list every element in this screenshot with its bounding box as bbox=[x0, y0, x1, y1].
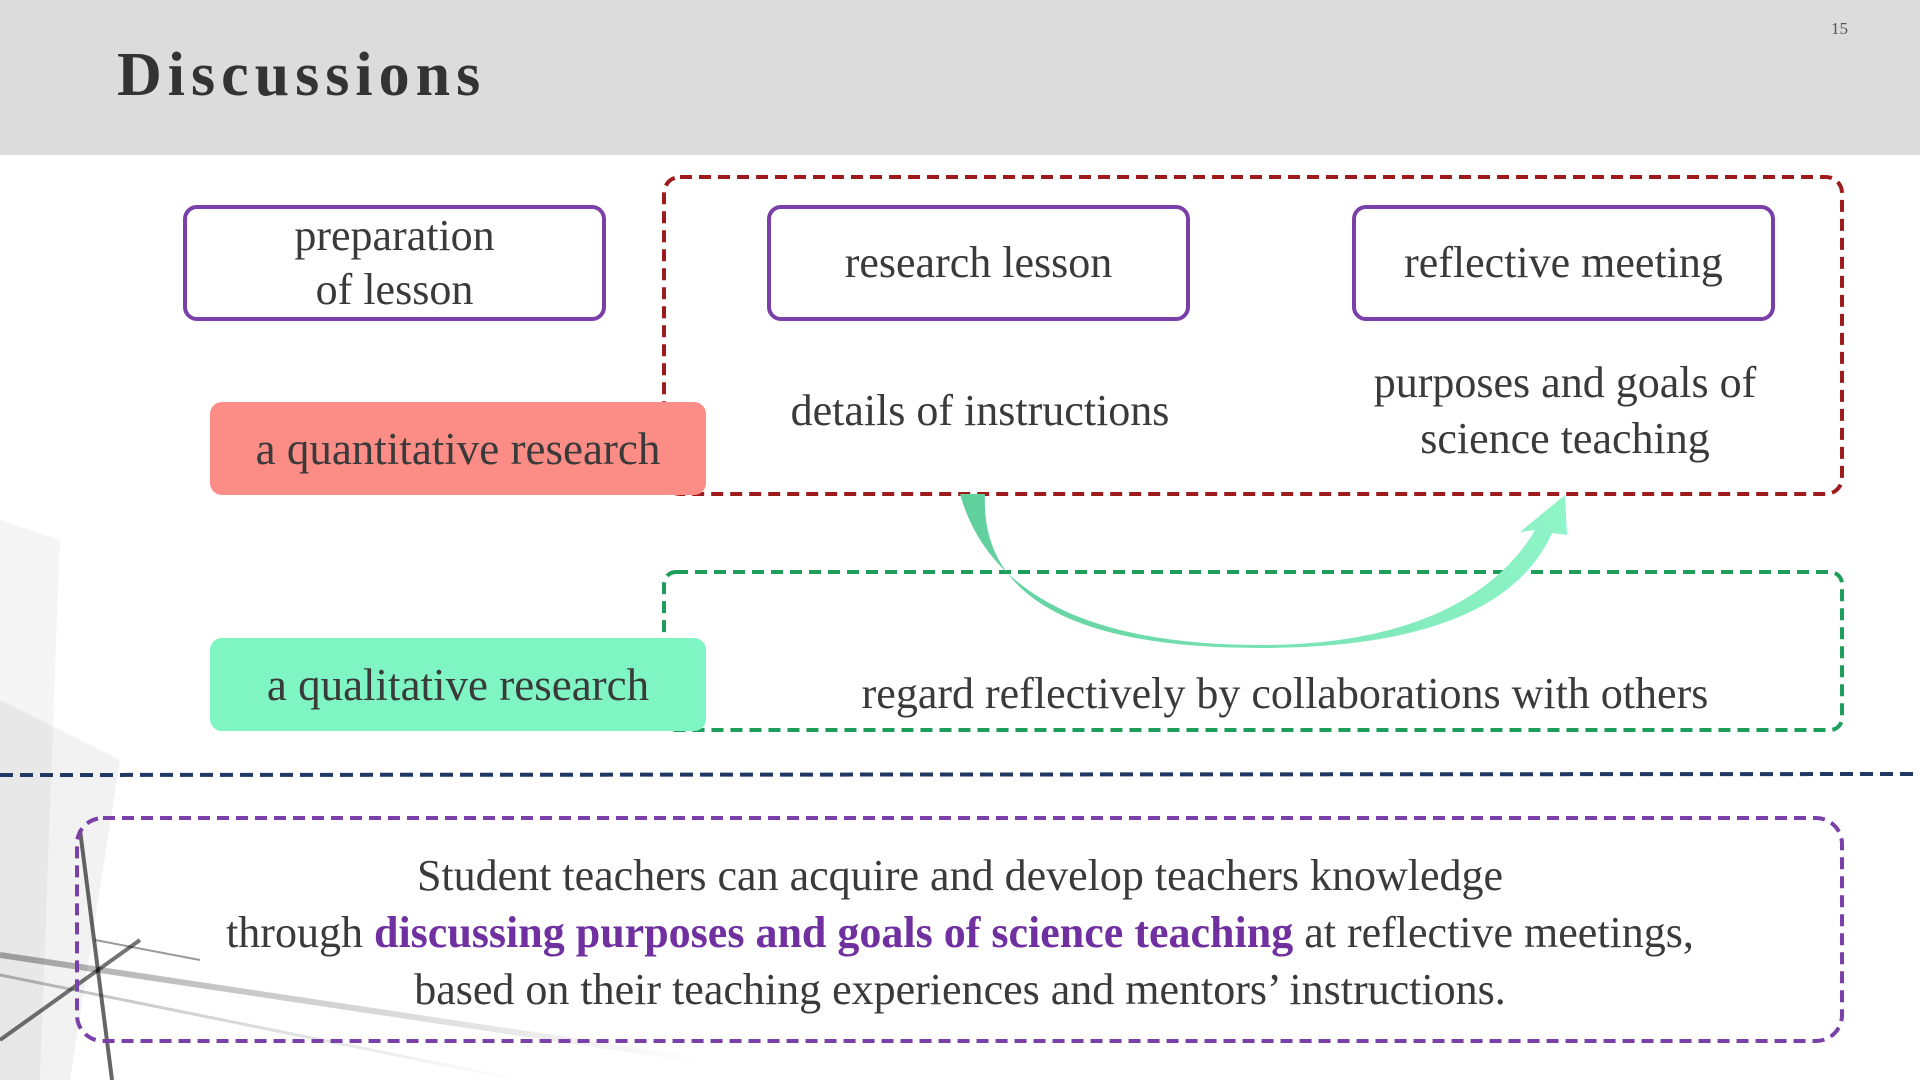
stage-research-lesson-box: research lesson bbox=[767, 205, 1190, 321]
conclusion-highlight: discussing purposes and goals of science… bbox=[373, 908, 1294, 957]
conclusion-line2: through discussing purposes and goals of… bbox=[80, 904, 1840, 961]
qualitative-research-text: a qualitative research bbox=[266, 659, 650, 710]
purposes-goals-line1: purposes and goals of bbox=[1373, 358, 1757, 407]
stage-preparation-box: preparation of lesson bbox=[183, 205, 606, 321]
conclusion-line2-after: at reflective meetings, bbox=[1293, 908, 1694, 957]
header-band bbox=[0, 0, 1920, 155]
conclusion-line3: based on their teaching experiences and … bbox=[414, 965, 1506, 1014]
stage-preparation-line1: preparation bbox=[294, 211, 495, 260]
conclusion-text: Student teachers can acquire and develop… bbox=[80, 847, 1840, 1018]
conclusion-line2-before: through bbox=[226, 908, 374, 957]
page-number: 15 bbox=[1831, 19, 1848, 38]
conclusion-line1: Student teachers can acquire and develop… bbox=[416, 851, 1504, 900]
stage-research-lesson-label: research lesson bbox=[844, 238, 1113, 287]
page-title: Discussions bbox=[117, 41, 487, 109]
stage-reflective-meeting-label: reflective meeting bbox=[1404, 238, 1723, 287]
details-of-instructions-text: details of instructions bbox=[790, 386, 1170, 435]
stage-reflective-meeting-box: reflective meeting bbox=[1352, 205, 1775, 321]
stage-preparation-line2: of lesson bbox=[315, 265, 474, 314]
quantitative-research-text: a quantitative research bbox=[255, 423, 661, 474]
regard-reflectively-text: regard reflectively by collaborations wi… bbox=[861, 669, 1709, 718]
purposes-goals-text: purposes and goals of science teaching bbox=[1300, 355, 1830, 467]
purposes-goals-line2: science teaching bbox=[1420, 414, 1710, 463]
qualitative-research-label: a qualitative research bbox=[210, 638, 706, 731]
quantitative-research-label: a quantitative research bbox=[210, 402, 706, 495]
